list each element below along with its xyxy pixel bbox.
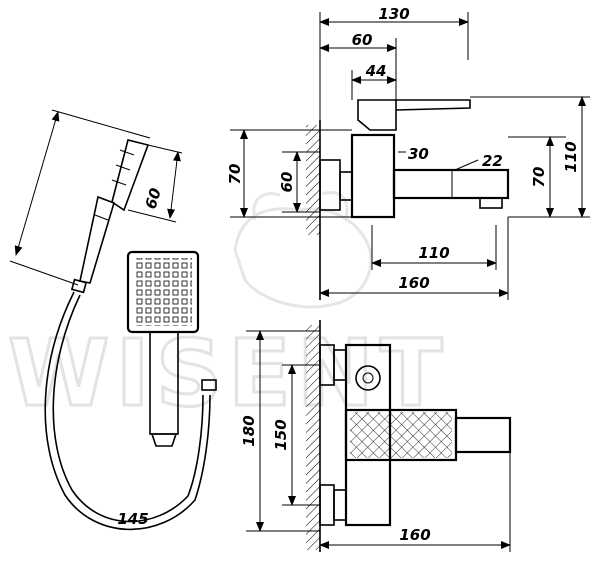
dim-spout-diameter: 22 <box>482 152 503 170</box>
watermark-bison-icon <box>233 191 373 309</box>
dim-top-handle: 44 <box>365 62 387 80</box>
dim-front-total-height: 180 <box>240 415 258 446</box>
dim-top-overall: 130 <box>378 5 409 23</box>
dim-left-inner-height: 60 <box>278 172 296 193</box>
dim-spout-length: 110 <box>418 244 449 262</box>
dim-bottom-projection: 160 <box>399 526 430 544</box>
dim-top-body: 60 <box>352 31 373 49</box>
mixer-front-view: 180 150 160 <box>240 320 512 552</box>
dim-body-diameter: 30 <box>408 145 429 163</box>
dim-hose-length: 145 <box>117 510 148 528</box>
dim-right-total-height: 110 <box>562 141 580 172</box>
dim-front-centers: 150 <box>272 419 290 450</box>
mixer-side-view: 130 60 44 30 22 70 60 70 110 110 <box>226 5 590 300</box>
hand-shower-front <box>126 250 200 447</box>
dim-right-spout-height: 70 <box>530 167 548 188</box>
shower-hose: 145 <box>44 291 217 531</box>
dim-left-outer-height: 70 <box>226 164 244 185</box>
dim-hand-shower-head: 60 <box>142 186 165 211</box>
hand-shower-side: 210 60 <box>9 109 183 294</box>
dim-top-projection: 160 <box>398 274 429 292</box>
